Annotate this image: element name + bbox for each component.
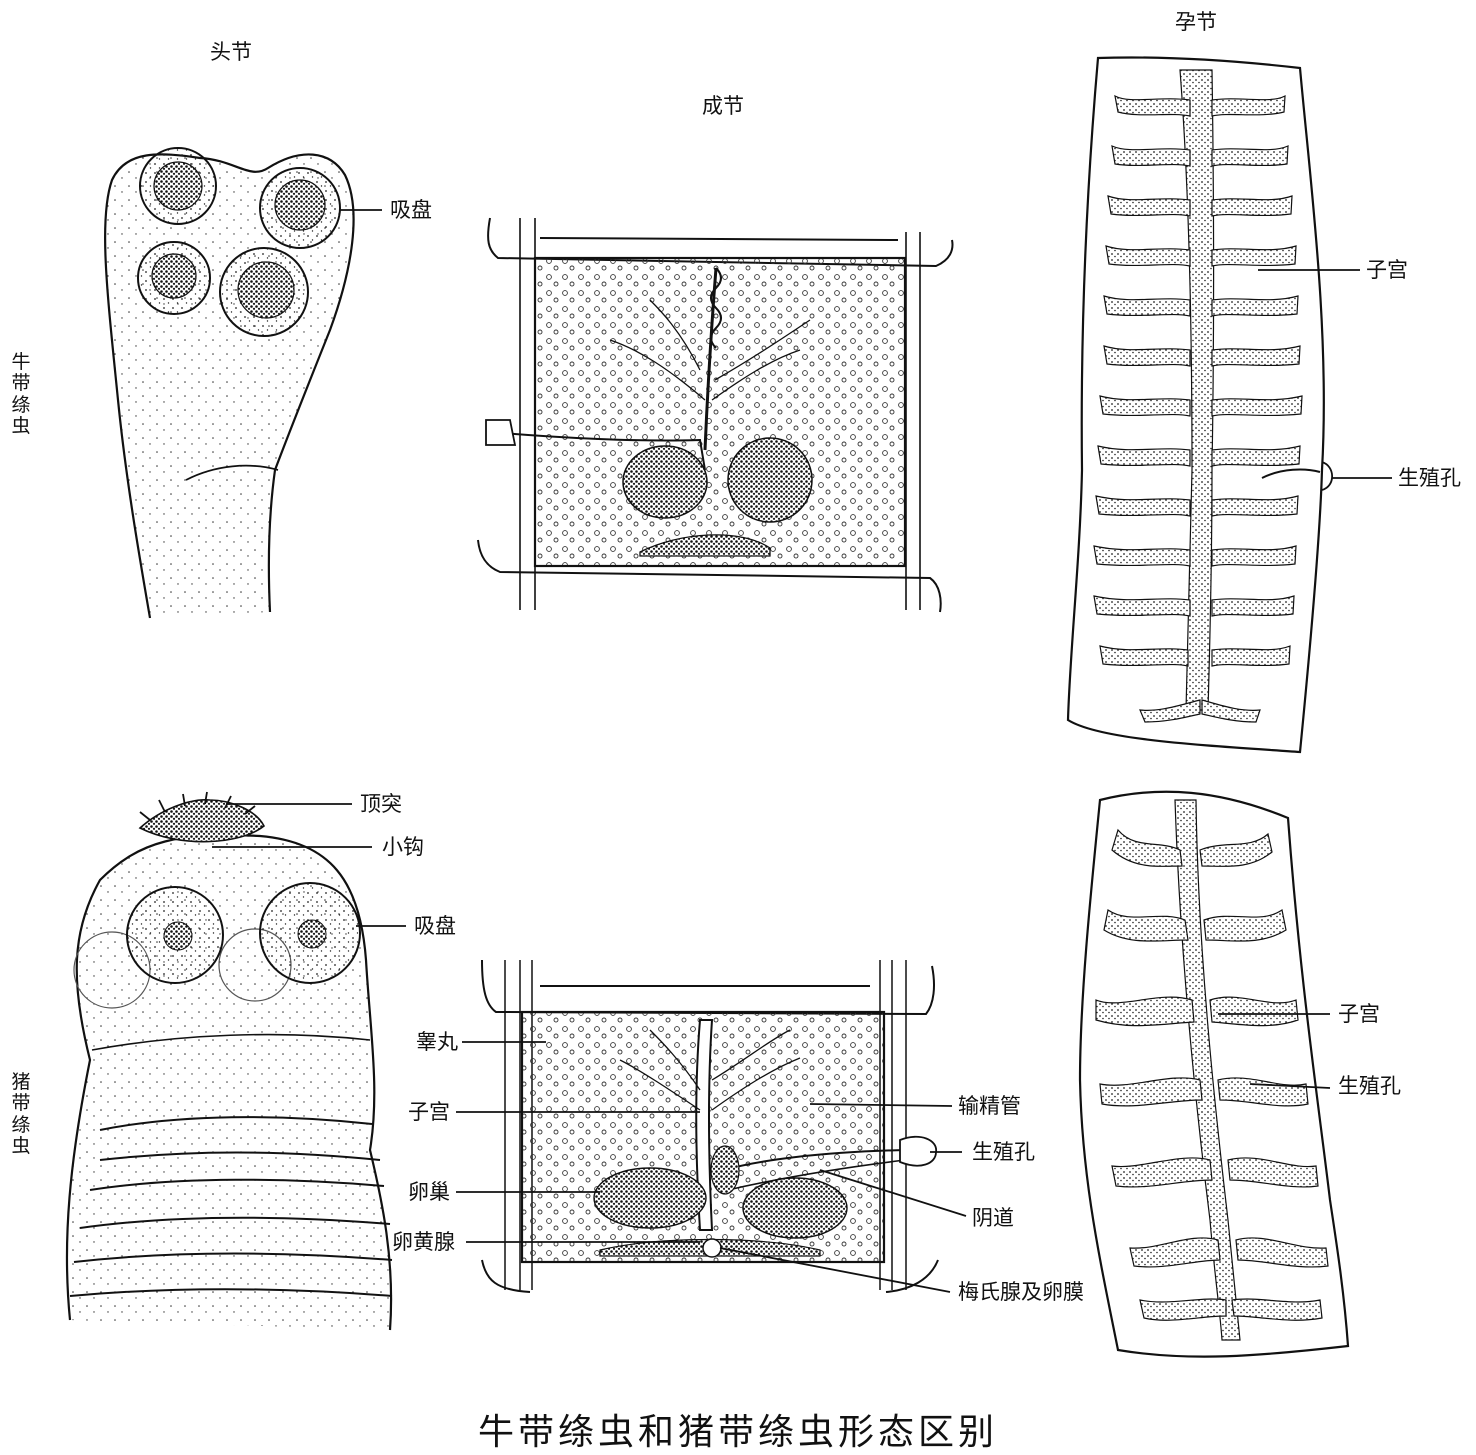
- pork-scolex-drawing: [65, 791, 406, 1331]
- pork-gravid-drawing: [1078, 790, 1350, 1358]
- label-beef-uterus: 子宫: [1366, 258, 1408, 282]
- beef-scolex-drawing: [104, 147, 382, 619]
- label-pork-gravid-genital-pore: 生殖孔: [1338, 1074, 1401, 1098]
- beef-gravid-drawing: [1066, 56, 1392, 754]
- label-pork-sucker: 吸盘: [414, 914, 456, 938]
- label-pork-mature-genital-pore: 生殖孔: [972, 1140, 1035, 1164]
- row-heading-pork: 猪带绦虫: [11, 1071, 31, 1157]
- column-heading-gravid: 孕节: [1175, 10, 1217, 34]
- label-pork-gravid-uterus: 子宫: [1338, 1002, 1380, 1026]
- label-pork-testis: 睾丸: [416, 1030, 458, 1054]
- beef-mature-drawing: [477, 217, 954, 613]
- figure-caption: 牛带绦虫和猪带绦虫形态区别: [477, 1412, 998, 1453]
- label-pork-vitelline: 卵黄腺: [392, 1230, 455, 1254]
- pork-mature-drawing: [456, 959, 967, 1293]
- label-beef-genital-pore: 生殖孔: [1398, 466, 1461, 490]
- label-pork-rostellum: 顶突: [360, 792, 402, 816]
- label-pork-vagina: 阴道: [972, 1206, 1014, 1230]
- label-pork-uterus: 子宫: [408, 1100, 450, 1124]
- label-pork-hooklets: 小钩: [382, 835, 424, 859]
- row-heading-beef: 牛带绦虫: [11, 351, 31, 437]
- label-beef-sucker: 吸盘: [390, 198, 432, 222]
- column-heading-mature: 成节: [702, 94, 744, 118]
- label-pork-ovary: 卵巢: [408, 1180, 450, 1204]
- label-pork-vas-deferens: 输精管: [958, 1094, 1021, 1118]
- label-pork-mehlis-gland: 梅氏腺及卵膜: [958, 1280, 1084, 1304]
- column-heading-scolex: 头节: [210, 40, 252, 64]
